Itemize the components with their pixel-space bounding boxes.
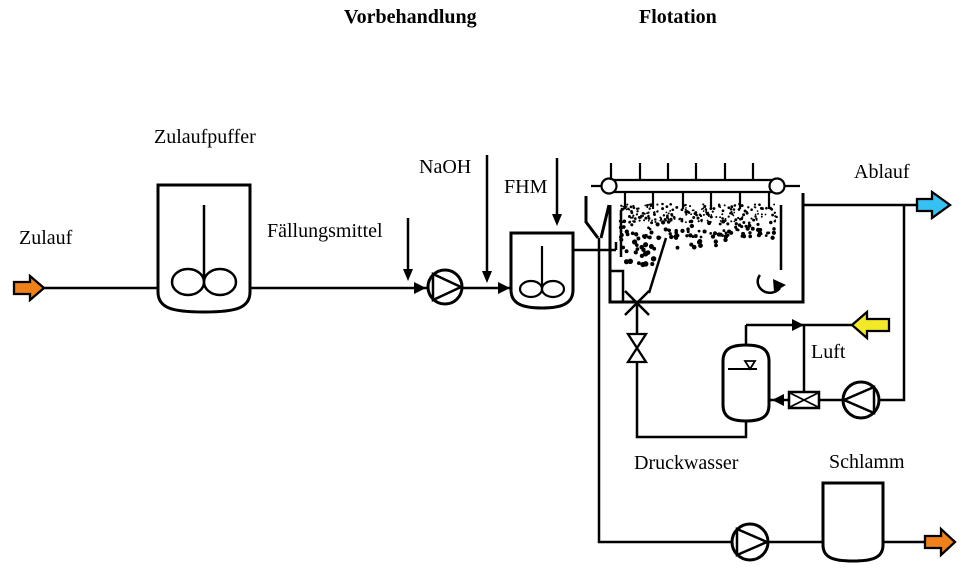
arrowhead-fhm (552, 214, 562, 226)
sludge-pump-icon (730, 522, 771, 562)
feed-pump-icon (426, 268, 464, 306)
sludge-funnel (584, 196, 611, 239)
saturator-body (721, 343, 771, 423)
flotation-tank (608, 193, 805, 304)
pressure-release-line (635, 303, 748, 439)
effluent-arrow (915, 189, 952, 221)
air-arrow (850, 309, 891, 341)
sludge-out-arrow (923, 526, 957, 558)
venturi-icon (787, 390, 821, 410)
bubble-field (618, 202, 778, 268)
label-inflow: Zulauf (19, 227, 73, 249)
bottom-baffle (611, 269, 625, 302)
pressure-pump-icon (840, 380, 881, 420)
recycle-line (880, 205, 906, 402)
sludge-tank (821, 481, 885, 563)
scraper-pulley-right (768, 177, 786, 195)
section-header-flotation: Flotation (639, 6, 717, 28)
arrowhead-precipitant (403, 269, 413, 281)
arrowhead-naoh (482, 271, 492, 283)
injection-lance (647, 237, 668, 294)
label-naoh: NaOH (419, 156, 472, 178)
scraper-flights-top (609, 163, 755, 180)
arrowhead-air-line (792, 319, 804, 331)
saturator-vessel (721, 343, 771, 423)
arrowhead-before-pump (414, 282, 426, 294)
label-precipitant: Fällungsmittel (267, 220, 383, 242)
injection-valve-icon (624, 290, 650, 316)
arrowhead-before-floc-tank (498, 282, 510, 294)
scraper-flights-bottom (623, 192, 771, 209)
label-pressure-water: Druckwasser (634, 452, 739, 474)
sludge-line (597, 238, 928, 544)
scraper-pulley-left (600, 177, 618, 195)
water-level-icon (728, 360, 757, 371)
flow-arrowheads (403, 214, 804, 406)
label-fhm: FHM (504, 176, 548, 198)
scraper-belt (609, 178, 778, 194)
label-air: Luft (811, 341, 846, 363)
label-sludge: Schlamm (829, 451, 905, 473)
flocculation-tank (509, 231, 575, 310)
inflow-arrow (12, 273, 46, 303)
agitator-icon (518, 246, 566, 299)
flotation-tank-body (608, 193, 805, 304)
rotation-arrow-icon (756, 274, 786, 294)
agitator-icon (170, 205, 238, 297)
release-valve-icon (625, 332, 649, 364)
buffer-tank (156, 183, 252, 314)
label-buffer-tank: Zulaufpuffer (154, 126, 256, 148)
label-effluent: Ablauf (854, 161, 910, 183)
arrowhead-into-saturator (772, 394, 784, 406)
section-header-pretreatment: Vorbehandlung (344, 6, 477, 28)
scraper-conveyor (591, 163, 800, 209)
